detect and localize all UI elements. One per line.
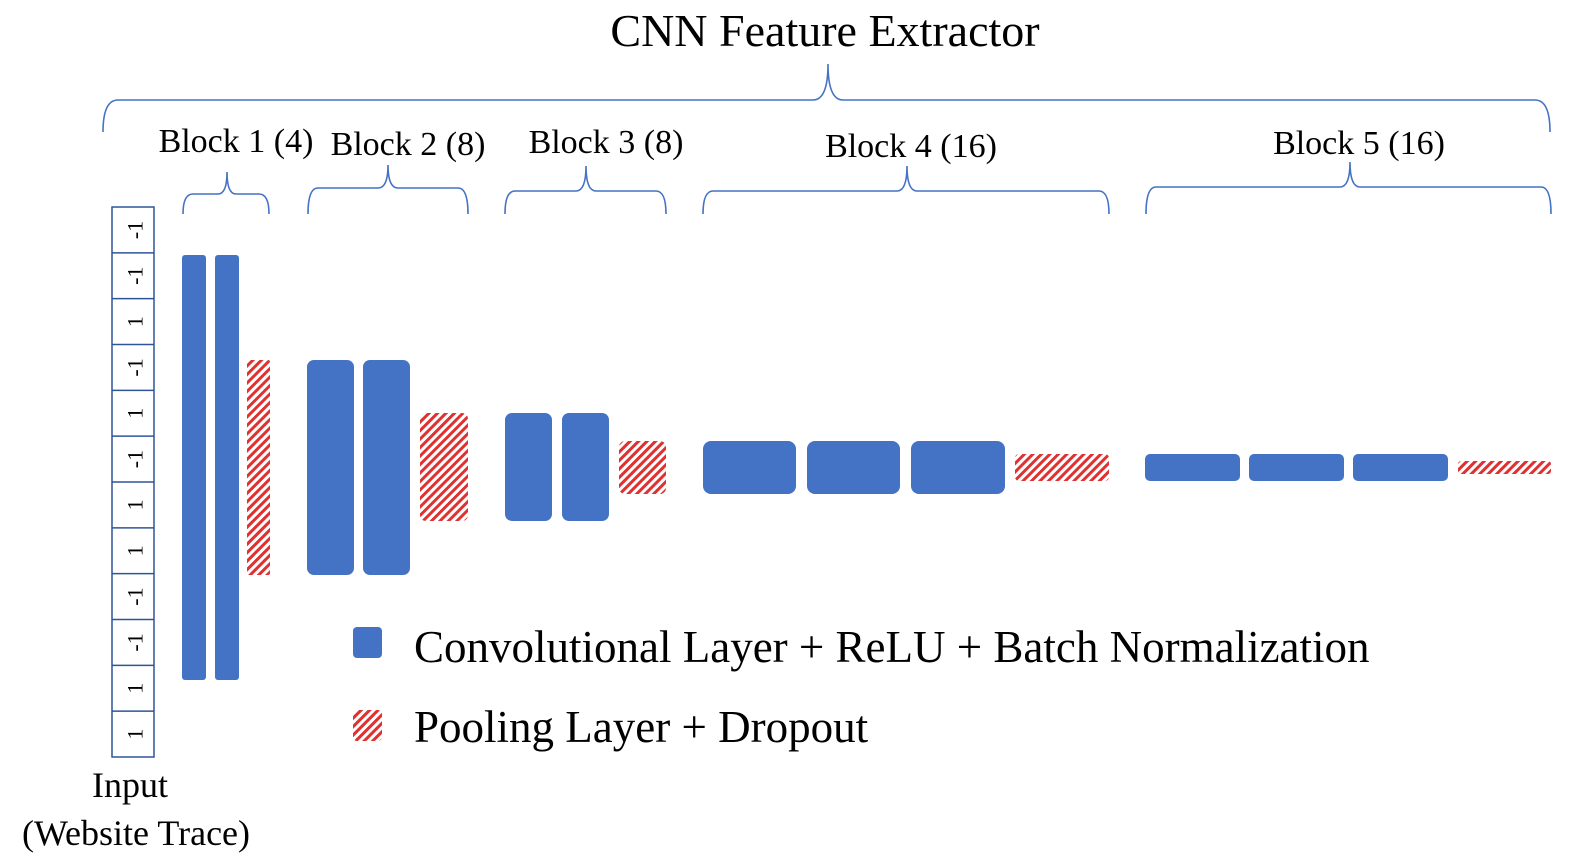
conv-layer (363, 360, 410, 575)
input-cell-value: -1 (123, 450, 148, 468)
input-cell-value: -1 (123, 633, 148, 651)
block-2-brace (307, 164, 469, 215)
conv-layer (215, 255, 239, 680)
legend-pool-swatch (353, 710, 382, 741)
input-label: Input (92, 765, 168, 805)
pooling-layer (420, 413, 468, 521)
conv-layer (911, 441, 1005, 494)
block-1-label: Block 1 (4) (159, 123, 314, 160)
block-2-layers (307, 360, 468, 575)
conv-layer (307, 360, 354, 575)
input-cell-value: -1 (123, 587, 148, 605)
pooling-layer (619, 441, 666, 494)
input-cell-value: 1 (123, 499, 148, 510)
block-3-label: Block 3 (8) (529, 124, 684, 161)
input-cell-value: -1 (123, 358, 148, 376)
input-cell-value: 1 (123, 316, 148, 327)
block-4-label: Block 4 (16) (825, 128, 997, 165)
input-cell-value: 1 (123, 545, 148, 556)
conv-layer (182, 255, 206, 680)
conv-layer (807, 441, 900, 494)
block-4-brace (702, 165, 1110, 215)
input-cells: -1 -1 1 -1 1 -1 1 1 -1 -1 1 1 (112, 221, 154, 740)
conv-layer (1353, 454, 1448, 481)
conv-layer (703, 441, 796, 494)
block-3-layers (505, 413, 666, 521)
block-2-label: Block 2 (8) (331, 126, 486, 163)
block-4-layers (703, 441, 1109, 494)
input-cell-value: -1 (123, 267, 148, 285)
conv-layer (562, 413, 609, 521)
block-1-brace (182, 171, 270, 215)
conv-layer (1145, 454, 1240, 481)
legend-pool-label: Pooling Layer + Dropout (414, 702, 869, 752)
input-cell-value: -1 (123, 221, 148, 239)
pooling-layer (247, 360, 270, 575)
legend-conv-label: Convolutional Layer + ReLU + Batch Norma… (414, 622, 1370, 672)
input-cell-value: 1 (123, 729, 148, 740)
pooling-layer (1015, 454, 1109, 481)
block-5-layers (1145, 454, 1551, 481)
input-cell-value: 1 (123, 408, 148, 419)
block-5-label: Block 5 (16) (1273, 125, 1445, 162)
block-3-brace (504, 165, 667, 215)
feature-extractor-brace (102, 63, 1551, 133)
block-5-brace (1145, 161, 1552, 215)
pooling-layer (1458, 461, 1551, 474)
legend: Convolutional Layer + ReLU + Batch Norma… (353, 622, 1370, 752)
legend-conv-swatch (353, 627, 382, 658)
conv-layer (1249, 454, 1344, 481)
input-label-sub: (Website Trace) (22, 813, 250, 853)
block-1-layers (182, 255, 270, 680)
diagram-title: CNN Feature Extractor (610, 5, 1039, 56)
input-trace: -1 -1 1 -1 1 -1 1 1 -1 -1 1 1 (111, 206, 155, 758)
input-cell-value: 1 (123, 683, 148, 694)
conv-layer (505, 413, 552, 521)
